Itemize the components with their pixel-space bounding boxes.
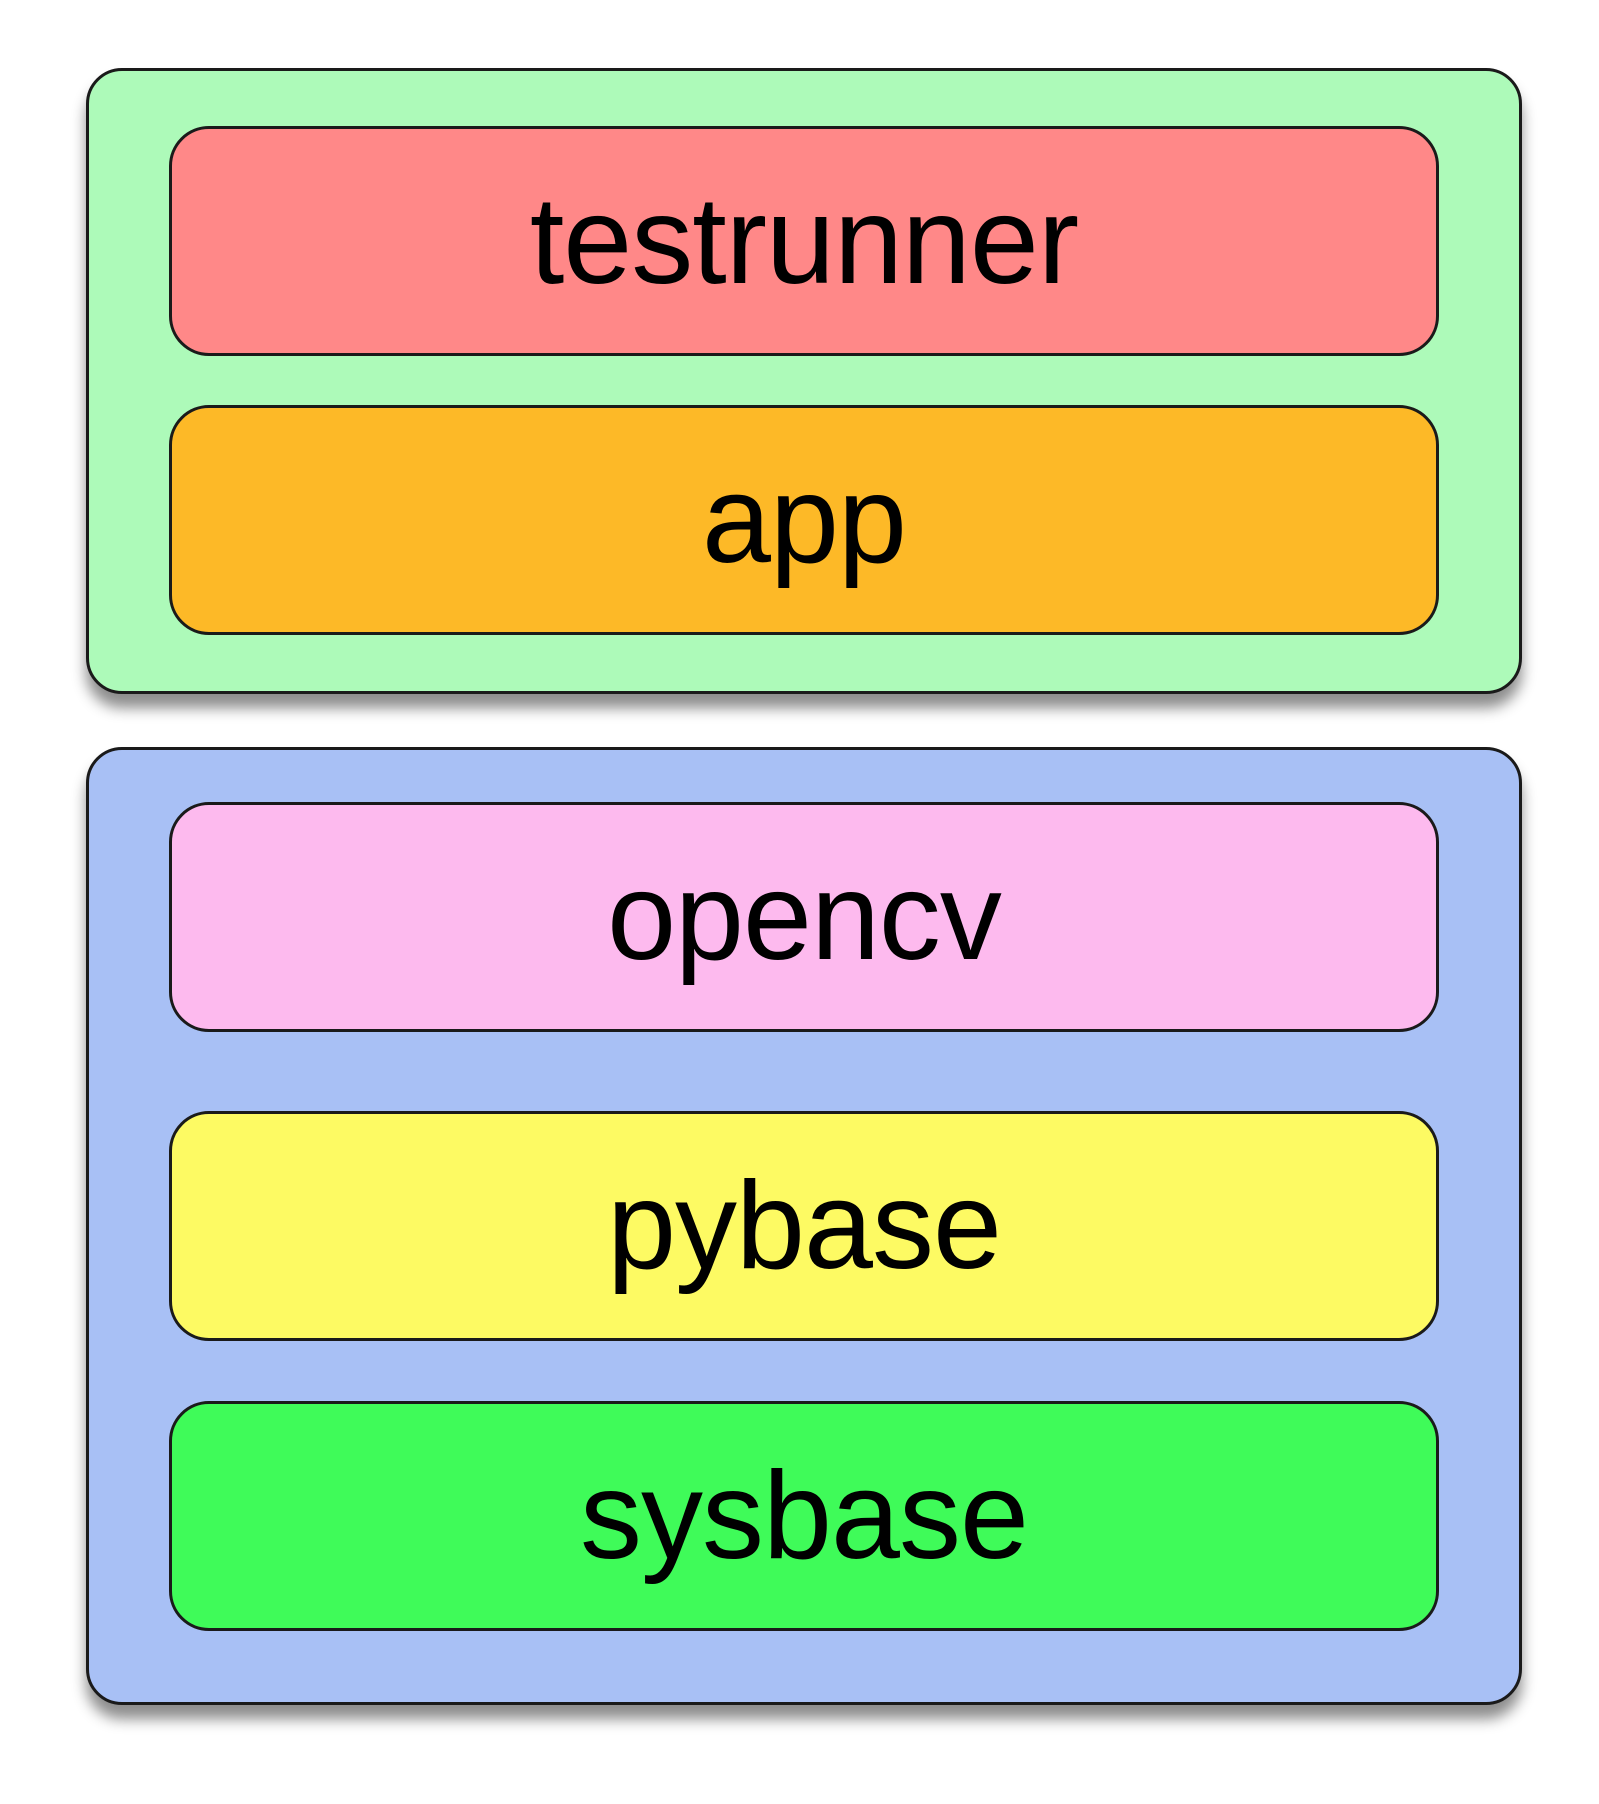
application-group: testrunner app	[86, 68, 1522, 694]
opencv-label: opencv	[607, 848, 1002, 986]
sysbase-layer: sysbase	[169, 1401, 1439, 1631]
library-group: opencv pybase sysbase	[86, 747, 1522, 1705]
pybase-layer: pybase	[169, 1111, 1439, 1341]
testrunner-layer: testrunner	[169, 126, 1439, 356]
sysbase-label: sysbase	[580, 1447, 1029, 1585]
testrunner-label: testrunner	[529, 172, 1079, 310]
pybase-label: pybase	[607, 1157, 1002, 1295]
opencv-layer: opencv	[169, 802, 1439, 1032]
app-layer: app	[169, 405, 1439, 635]
app-label: app	[702, 451, 907, 589]
